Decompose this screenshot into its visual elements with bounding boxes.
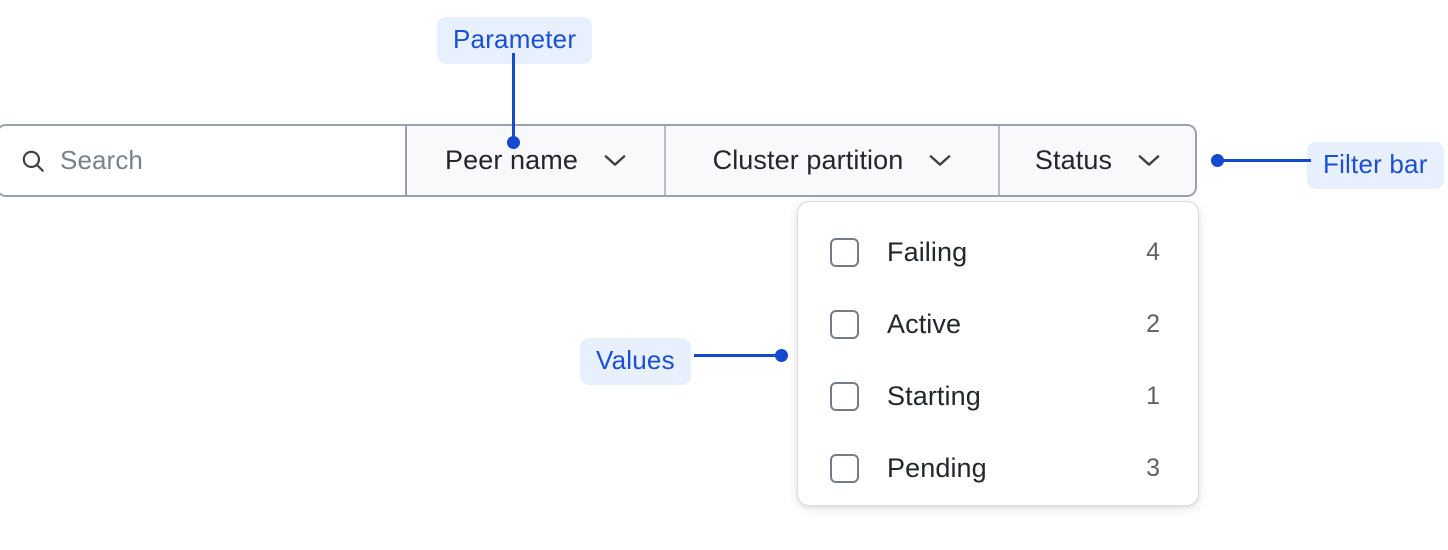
filter-segment-label: Cluster partition [712, 145, 904, 175]
filter-segment-label: Status [1034, 145, 1113, 175]
dropdown-option-count: 4 [1146, 237, 1160, 266]
checkbox-failing[interactable] [830, 237, 859, 267]
checkbox-starting[interactable] [830, 381, 859, 411]
annotation-label-filter-bar: Filter bar [1307, 142, 1444, 189]
checkbox-active[interactable] [830, 309, 859, 339]
annotation-leader-line-values [694, 354, 784, 357]
annotation-label-values: Values [580, 338, 691, 385]
dropdown-option-label: Pending [887, 452, 987, 483]
filter-segment-cluster-partition[interactable]: Cluster partition [666, 126, 1000, 195]
filter-bar[interactable]: Search Peer name Cluster partition Statu… [0, 124, 1197, 197]
dropdown-option-label: Active [887, 308, 962, 339]
dropdown-option-row[interactable]: Active 2 [830, 288, 1160, 360]
dropdown-option-row[interactable]: Failing 4 [830, 216, 1160, 288]
dropdown-option-count: 1 [1146, 381, 1160, 410]
search-icon [22, 150, 44, 172]
filter-segment-peer-name[interactable]: Peer name [407, 126, 666, 195]
status-filter-dropdown[interactable]: Failing 4 Active 2 Starting 1 Pending 3 [797, 201, 1199, 506]
filter-segment-status[interactable]: Status [1000, 126, 1195, 195]
dropdown-option-count: 3 [1146, 453, 1160, 482]
annotation-anchor-dot-values [775, 349, 788, 362]
dropdown-option-label: Starting [887, 380, 981, 411]
dropdown-option-count: 2 [1146, 309, 1160, 338]
annotation-leader-line-parameter [512, 53, 515, 143]
dropdown-option-row[interactable]: Pending 3 [830, 432, 1160, 504]
dropdown-option-row[interactable]: Starting 1 [830, 360, 1160, 432]
annotation-anchor-dot-filter-bar [1211, 154, 1224, 167]
checkbox-pending[interactable] [830, 453, 859, 483]
chevron-down-icon [604, 155, 626, 166]
annotation-anchor-dot-parameter [507, 136, 520, 149]
dropdown-option-label: Failing [887, 236, 968, 267]
filter-segment-label: Peer name [445, 145, 578, 175]
search-input[interactable]: Search [0, 126, 407, 195]
annotation-leader-line-filter-bar [1219, 159, 1311, 162]
chevron-down-icon [930, 155, 951, 166]
chevron-down-icon [1138, 155, 1160, 166]
search-placeholder: Search [60, 145, 143, 175]
